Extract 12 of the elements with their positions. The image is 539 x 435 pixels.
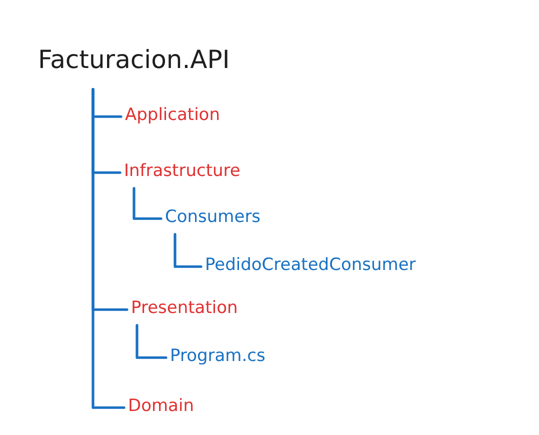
folder-name: Presentation [131, 298, 238, 320]
folder-name: Consumers [165, 207, 261, 228]
tree-connector [132, 186, 162, 220]
file-name: PedidoCreatedConsumer [205, 255, 416, 276]
folder-name: Infrastructure [124, 161, 240, 182]
tree-connector [92, 88, 126, 409]
file-name: Program.cs [170, 346, 266, 368]
tree-connector [174, 232, 202, 268]
tree-connector [136, 324, 168, 359]
folder-name: Domain [128, 396, 194, 418]
folder-name: Application [125, 105, 220, 126]
root-folder-name: Facturacion.API [38, 44, 230, 76]
